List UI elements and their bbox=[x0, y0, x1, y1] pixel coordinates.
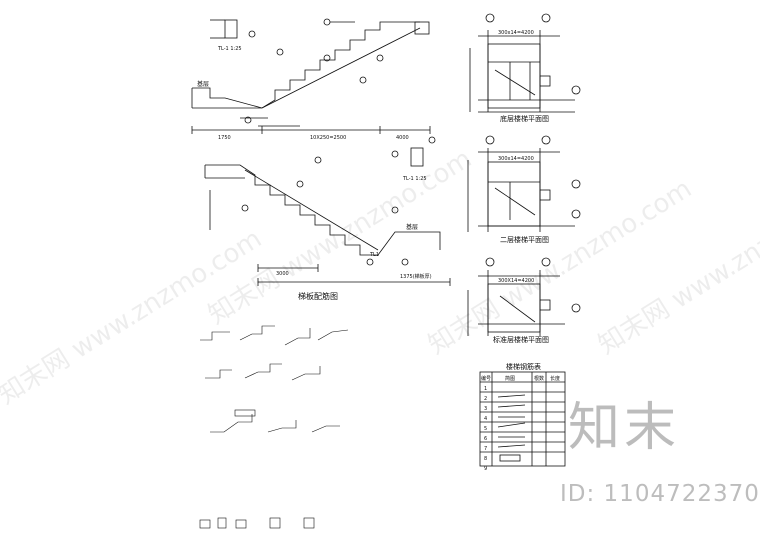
foundation-label: 基层 bbox=[197, 80, 209, 88]
beam-label-top: TL-1 1:25 bbox=[217, 46, 242, 52]
plan-width-1: 300x14=4200 bbox=[498, 30, 534, 36]
rebar-table bbox=[479, 371, 566, 467]
beam-section-top bbox=[224, 19, 238, 39]
stair-slab-line-mid bbox=[244, 169, 379, 251]
title-elevation: 梯板配筋图 bbox=[298, 291, 338, 301]
dim-mid-1: 3000 bbox=[276, 271, 289, 277]
watermark-brand: 知末 bbox=[568, 398, 681, 458]
tl1-label: TL1 bbox=[369, 252, 379, 258]
plan-ground bbox=[469, 13, 581, 113]
plan-width-2: 300x14=4200 bbox=[498, 156, 534, 162]
foundation-label-2: 基层 bbox=[406, 223, 418, 231]
table-row-number: 2 bbox=[484, 396, 487, 402]
watermark-id: ID: 1104722370 bbox=[560, 481, 760, 507]
table-row-number: 8 bbox=[484, 456, 487, 462]
beam-section-mid bbox=[410, 147, 424, 167]
beam-label-mid: TL-1 1:25 bbox=[402, 176, 427, 182]
table-row-number: 4 bbox=[484, 416, 487, 422]
table-row-number: 9 bbox=[484, 466, 487, 472]
table-row-number: 3 bbox=[484, 406, 487, 412]
plan-width-3: 300X14=4200 bbox=[498, 278, 534, 284]
plan-second bbox=[467, 135, 581, 232]
table-header-3: 根数 bbox=[534, 375, 544, 382]
dim-mid-2: 1375(梯板厚) bbox=[400, 273, 432, 280]
dim-top-3: 4000 bbox=[396, 135, 409, 141]
detail-sketches bbox=[199, 325, 349, 529]
stair-steps-top bbox=[192, 21, 420, 109]
dim-top-2: 10X250=2500 bbox=[310, 135, 346, 141]
table-row-number: 7 bbox=[484, 446, 487, 452]
table-row-number: 1 bbox=[484, 386, 487, 392]
title-plan-second: 二层楼梯平面图 bbox=[500, 235, 549, 244]
stair-slab-line bbox=[261, 27, 421, 109]
table-header-2: 简图 bbox=[505, 375, 515, 382]
dim-top-1: 1750 bbox=[218, 135, 231, 141]
plan-standard bbox=[467, 257, 581, 336]
table-row-number: 5 bbox=[484, 426, 487, 432]
table-row-number: 6 bbox=[484, 436, 487, 442]
table-header-4: 长度 bbox=[550, 375, 560, 382]
stair-steps-mid bbox=[205, 164, 441, 256]
elevation-top bbox=[191, 18, 431, 134]
title-plan-ground: 底层楼梯平面图 bbox=[500, 114, 549, 123]
title-plan-standard: 标准层楼梯平面图 bbox=[493, 335, 549, 344]
table-header-1: 编号 bbox=[481, 375, 491, 382]
title-rebar-table: 楼梯钢筋表 bbox=[506, 362, 541, 371]
elevation-mid bbox=[204, 136, 451, 286]
